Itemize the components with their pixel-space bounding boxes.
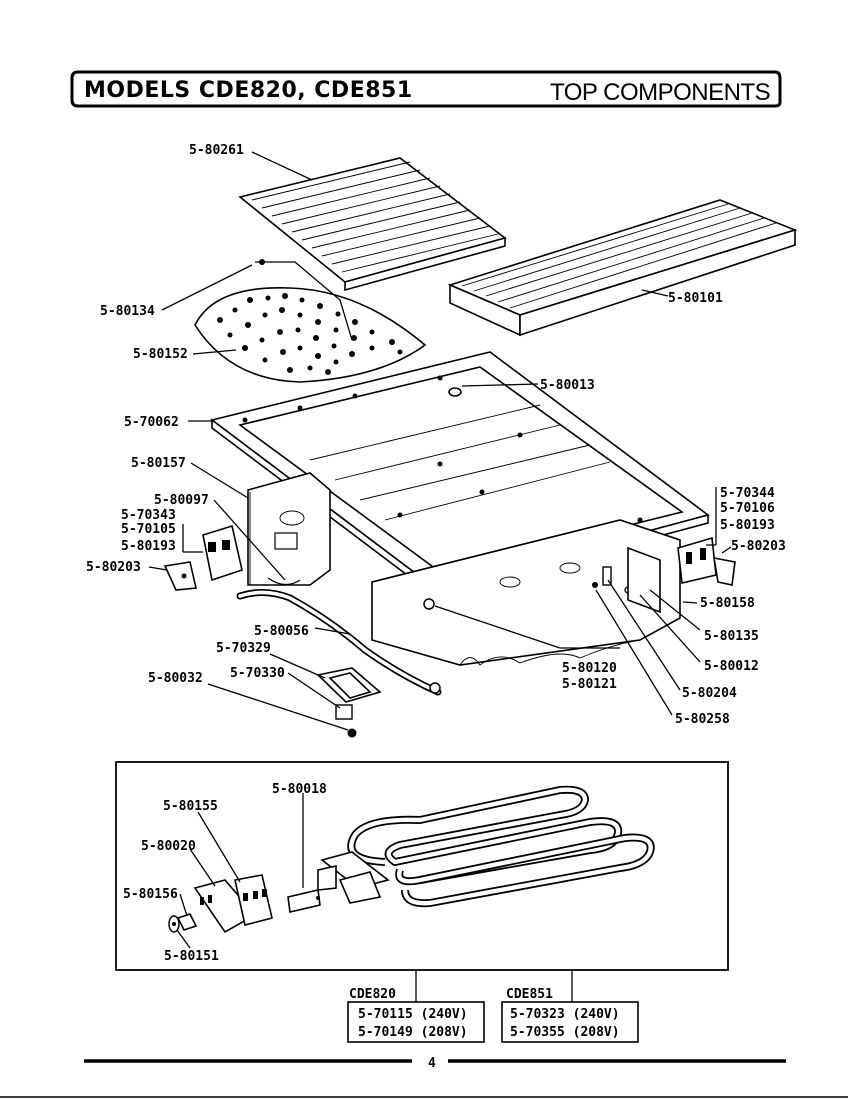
terminal-parts bbox=[423, 546, 661, 614]
cde820-model: CDE820 bbox=[349, 987, 396, 1002]
label-5-80020: 5-80020 bbox=[141, 839, 196, 854]
terminal-block bbox=[193, 874, 273, 934]
bracket-left bbox=[163, 561, 197, 591]
label-5-80135: 5-80135 bbox=[704, 629, 759, 644]
label-5-80018: 5-80018 bbox=[272, 782, 327, 797]
label-5-80193-right: 5-80193 bbox=[720, 518, 775, 533]
cde851-model: CDE851 bbox=[506, 987, 553, 1002]
cde851-208v: 5-70355 (208V) bbox=[510, 1025, 620, 1040]
label-5-80152: 5-80152 bbox=[133, 347, 188, 362]
receptacle-left bbox=[202, 524, 243, 582]
label-5-80158: 5-80158 bbox=[700, 596, 755, 611]
label-5-80032: 5-80032 bbox=[148, 671, 203, 686]
label-5-80056: 5-80056 bbox=[254, 624, 309, 639]
insulator-and-washer bbox=[168, 913, 198, 933]
cde851-240v: 5-70323 (240V) bbox=[510, 1007, 620, 1022]
receptacle-right bbox=[677, 536, 736, 586]
drip-pan-right bbox=[371, 519, 681, 666]
part-labels-upper: 5-80261 5-80101 5-80134 5-80152 5-80013 … bbox=[86, 143, 786, 727]
label-5-80157: 5-80157 bbox=[131, 456, 186, 471]
models-title: MODELS CDE820, CDE851 bbox=[84, 78, 413, 103]
label-5-70105: 5-70105 bbox=[121, 522, 176, 537]
label-5-80203-right: 5-80203 bbox=[731, 539, 786, 554]
label-5-70106: 5-70106 bbox=[720, 501, 775, 516]
grill-grate-right bbox=[447, 199, 798, 337]
label-5-80204: 5-80204 bbox=[682, 686, 737, 701]
leader-lines-upper bbox=[148, 151, 732, 731]
footer: 4 bbox=[0, 1056, 848, 1098]
briquette-rack bbox=[194, 259, 427, 383]
label-5-80261: 5-80261 bbox=[189, 143, 244, 158]
label-5-80101: 5-80101 bbox=[668, 291, 723, 306]
grill-grate-left bbox=[238, 157, 507, 292]
label-5-80012: 5-80012 bbox=[704, 659, 759, 674]
label-5-70343: 5-70343 bbox=[121, 508, 176, 523]
label-5-80120: 5-80120 bbox=[562, 661, 617, 676]
label-5-70329: 5-70329 bbox=[216, 641, 271, 656]
label-5-80156: 5-80156 bbox=[123, 887, 178, 902]
drip-pan-left bbox=[247, 472, 331, 586]
label-5-80155: 5-80155 bbox=[163, 799, 218, 814]
heating-element bbox=[317, 785, 655, 908]
terminal-clip bbox=[287, 889, 321, 913]
page-number: 4 bbox=[428, 1056, 436, 1071]
element-inset: 5-80018 5-80155 5-80020 5-80156 5-80151 bbox=[115, 761, 729, 971]
label-5-80013: 5-80013 bbox=[540, 378, 595, 393]
label-5-80134: 5-80134 bbox=[100, 304, 155, 319]
model-callouts: CDE820 CDE851 5-70115 (240V) 5-70149 (20… bbox=[347, 970, 639, 1043]
cde820-240v: 5-70115 (240V) bbox=[358, 1007, 468, 1022]
label-5-70330: 5-70330 bbox=[230, 666, 285, 681]
label-5-80193-left: 5-80193 bbox=[121, 539, 176, 554]
cde820-208v: 5-70149 (208V) bbox=[358, 1025, 468, 1040]
label-5-80203-left: 5-80203 bbox=[86, 560, 141, 575]
switch-assembly bbox=[316, 667, 382, 738]
label-5-80258: 5-80258 bbox=[675, 712, 730, 727]
label-5-70062: 5-70062 bbox=[124, 415, 179, 430]
label-5-80151: 5-80151 bbox=[164, 949, 219, 964]
label-5-70344: 5-70344 bbox=[720, 486, 775, 501]
header-bar: MODELS CDE820, CDE851 TOP COMPONENTS bbox=[70, 70, 782, 108]
label-5-80097: 5-80097 bbox=[154, 493, 209, 508]
label-5-80121: 5-80121 bbox=[562, 677, 617, 692]
section-title: TOP COMPONENTS bbox=[550, 79, 770, 106]
